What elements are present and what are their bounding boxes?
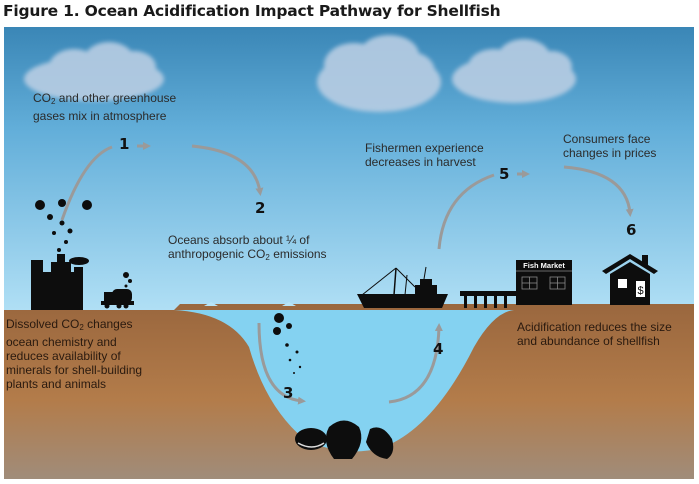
label-text: gases mix in atmosphere <box>33 109 167 123</box>
step-4-number: 4 <box>433 340 444 358</box>
figure-title: Figure 1. Ocean Acidification Impact Pat… <box>3 2 501 20</box>
step-6-number: 6 <box>626 221 637 239</box>
pathway-arrows <box>60 142 634 405</box>
fish-market-sign: Fish Market <box>523 261 565 270</box>
label-text: plants and animals <box>6 377 107 391</box>
diagram-frame: Fish Market $ 1 2 3 4 5 6 CO2 and other … <box>4 27 694 479</box>
step-4-label: Acidification reduces the size and abund… <box>517 320 672 348</box>
label-text: reduces availability of <box>6 349 121 363</box>
subscript: 2 <box>51 97 56 106</box>
co2-bubbles-icon <box>273 313 302 374</box>
house-icon <box>602 254 658 305</box>
fishing-boat-icon <box>357 266 448 308</box>
fish-market-icon <box>516 260 572 305</box>
step-1-label: CO2 and other greenhouse gases mix in at… <box>33 91 176 123</box>
step-5-number: 5 <box>499 165 510 183</box>
shellfish-icon <box>295 420 394 459</box>
water-surface <box>204 302 296 306</box>
step-3-label: Dissolved CO2 changes ocean chemistry an… <box>6 317 142 391</box>
cloud-icon <box>24 42 164 101</box>
label-text: Oceans absorb about <box>168 233 287 247</box>
label-text: anthropogenic CO <box>168 247 266 261</box>
label-text: Consumers face <box>563 132 651 146</box>
label-text: ocean chemistry and <box>6 335 117 349</box>
label-text: CO <box>33 91 51 105</box>
arrow-2 <box>191 144 264 196</box>
arrow-4 <box>388 323 443 404</box>
label-text: Dissolved CO <box>6 317 80 331</box>
arrow-5a <box>437 173 495 250</box>
subscript: 2 <box>79 323 84 332</box>
label-text: changes in prices <box>563 146 657 160</box>
arrow-6 <box>563 165 634 217</box>
label-text: emissions <box>269 247 327 261</box>
pathway-illustration: Fish Market $ <box>4 27 694 479</box>
step-1-number: 1 <box>119 135 130 153</box>
label-text: minerals for shell-building <box>6 363 143 377</box>
step-2-label: Oceans absorb about ¼ of anthropogenic C… <box>168 233 327 265</box>
step-6-label: Consumers face changes in prices <box>563 132 656 160</box>
factory-icon <box>31 199 92 310</box>
label-text: and abundance of shellfish <box>517 334 660 348</box>
label-text: decreases in harvest <box>365 155 476 169</box>
step-5-label: Fishermen experience decreases in harves… <box>365 141 484 169</box>
step-2-number: 2 <box>255 199 266 217</box>
house-dollar-sign: $ <box>637 285 643 297</box>
arrow-3 <box>257 322 306 405</box>
subscript: 2 <box>265 253 270 262</box>
step-3-number: 3 <box>283 384 294 402</box>
fraction: ¼ <box>286 233 297 247</box>
cloud-icon <box>317 35 441 112</box>
arrow-1a <box>60 145 113 221</box>
cloud-icon <box>452 39 576 103</box>
label-text: Acidification reduces the size <box>517 320 672 334</box>
label-text: changes <box>83 317 133 331</box>
label-text: and other greenhouse <box>55 91 177 105</box>
label-text: of <box>296 233 310 247</box>
label-text: Fishermen experience <box>365 141 484 155</box>
pier-icon <box>460 291 518 308</box>
tanker-truck-icon <box>101 272 134 309</box>
